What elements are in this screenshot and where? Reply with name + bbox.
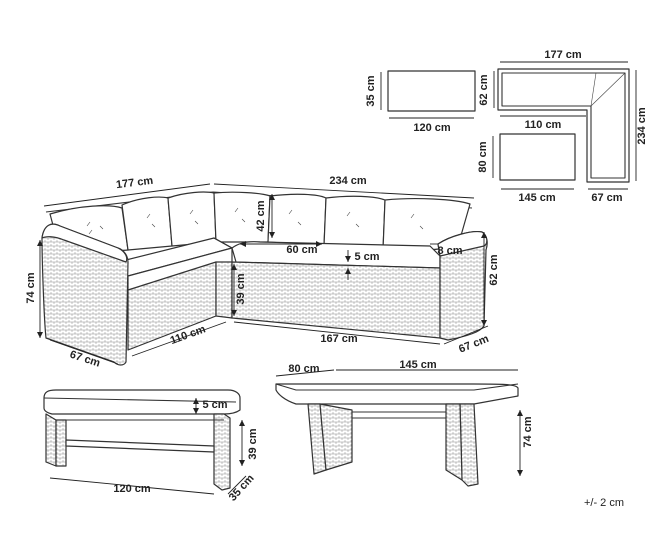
- table-leg: [459, 403, 479, 487]
- sofa-plan: [497, 68, 630, 183]
- table-height-label: 74 cm: [522, 416, 534, 447]
- long-side-length-label: 167 cm: [320, 333, 358, 345]
- ottoman-length-label: 120 cm: [413, 122, 451, 134]
- tolerance-note: +/- 2 cm: [584, 497, 624, 509]
- plan-views: [380, 61, 637, 190]
- bench-stretcher: [65, 439, 215, 453]
- table-top: [275, 383, 519, 405]
- plan-total-length-label: 234 cm: [636, 107, 648, 145]
- seat-height-label: 39 cm: [235, 273, 247, 304]
- sofa-width-label: 177 cm: [115, 175, 154, 191]
- bench-cushion: [43, 389, 241, 415]
- front-frame-right: [231, 261, 441, 339]
- corner-sofa-drawing: [37, 183, 489, 366]
- sofa-height-label: 74 cm: [25, 272, 37, 303]
- bench-height-label: 39 cm: [247, 428, 259, 459]
- ottoman-height-label: 35 cm: [365, 75, 377, 106]
- bench-cushion-label: 5 cm: [202, 399, 227, 411]
- bench-length-label: 120 cm: [113, 483, 151, 495]
- plan-inner-length-label: 110 cm: [525, 119, 562, 131]
- bench-depth-label: 35 cm: [227, 472, 257, 503]
- back-cushion: [121, 196, 173, 251]
- seat-cushion-depth-label: 60 cm: [286, 244, 317, 256]
- back-cushion-height-label: 42 cm: [255, 200, 267, 231]
- table-length-label: 145 cm: [399, 359, 437, 371]
- armrest-width-label: 8 cm: [437, 245, 462, 257]
- back-cushion: [167, 191, 217, 247]
- plan-inner-depth-label: 62 cm: [478, 74, 490, 105]
- sofa-depth-right-label: 62 cm: [488, 254, 500, 285]
- seat-cushion-thickness-label: 5 cm: [354, 251, 379, 263]
- table-drawing: [275, 369, 523, 487]
- table-plan: [499, 133, 576, 181]
- table-depth-label: 80 cm: [288, 363, 319, 375]
- plan-leg-width-label: 67 cm: [591, 192, 622, 204]
- table-plan-depth-label: 80 cm: [477, 141, 489, 172]
- ottoman-plan: [387, 70, 476, 112]
- plan-total-width-label: 177 cm: [544, 49, 582, 61]
- table-plan-length-label: 145 cm: [518, 192, 556, 204]
- back-cushion: [267, 193, 327, 247]
- sofa-length-label: 234 cm: [329, 175, 367, 187]
- back-cushion: [323, 195, 386, 251]
- bench-drawing: [43, 389, 247, 495]
